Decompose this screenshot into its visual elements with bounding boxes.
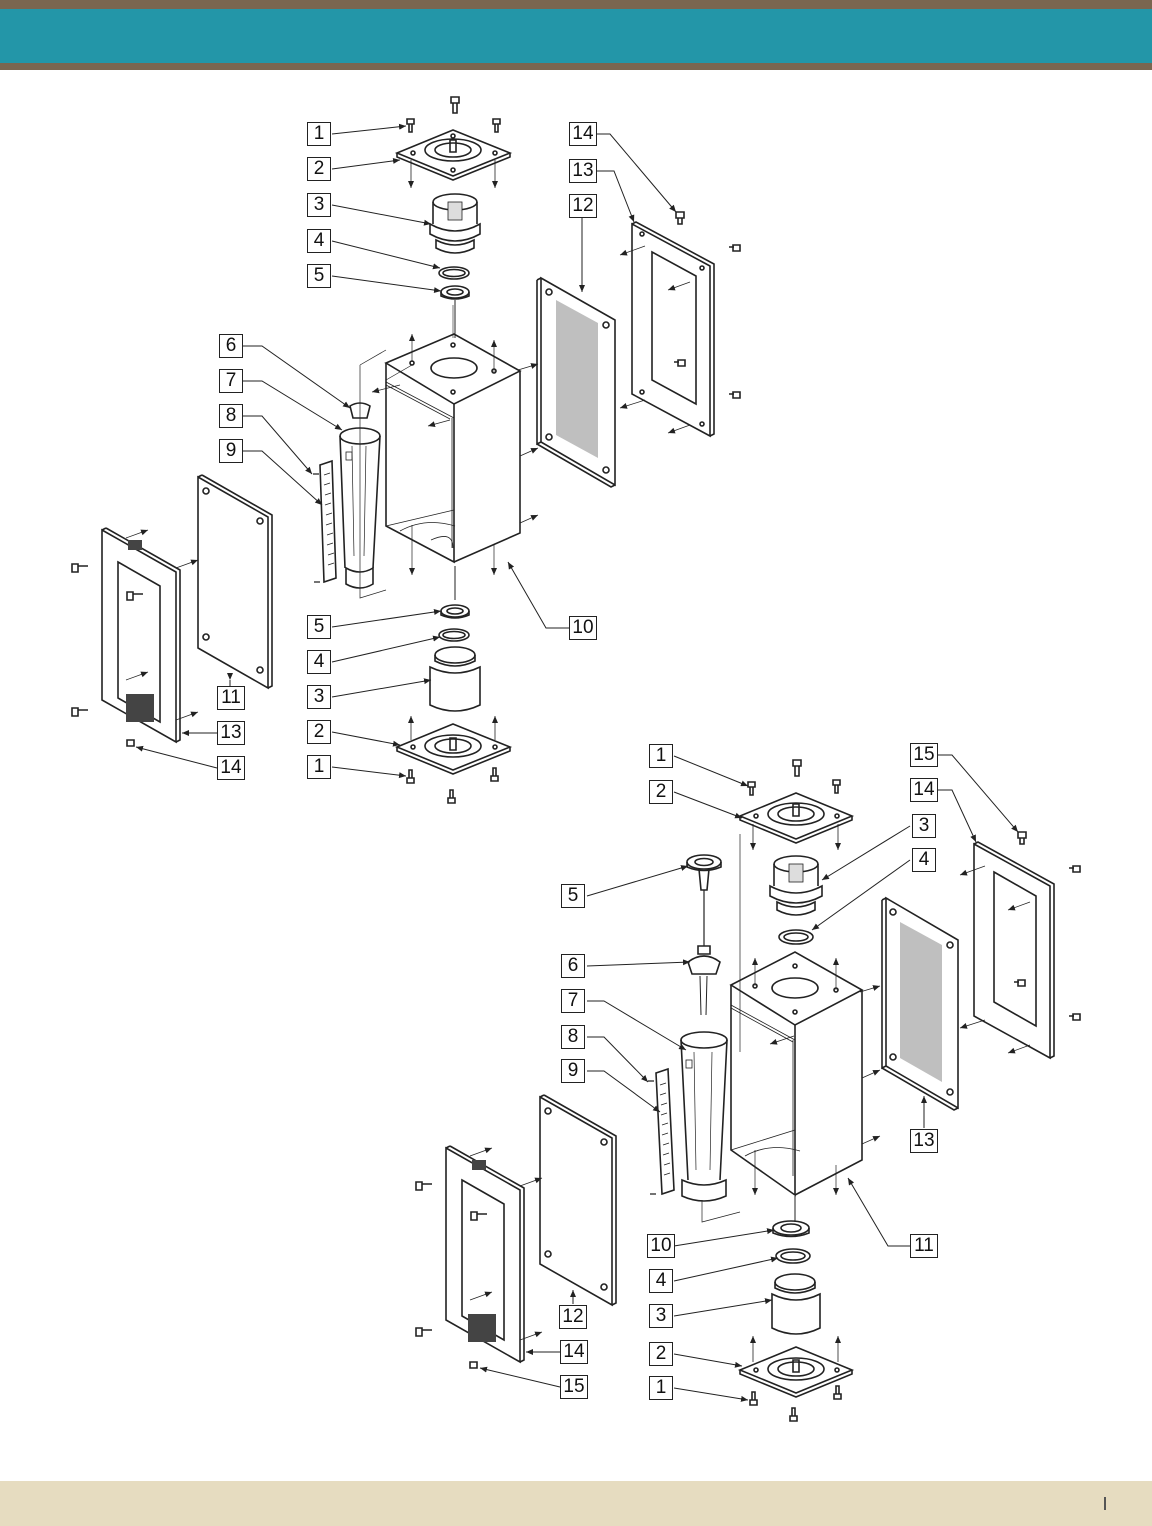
callout-a-14-bottom: 14 bbox=[217, 756, 245, 780]
fitting-bottom-b bbox=[771, 1273, 821, 1335]
callout-a-7: 7 bbox=[219, 369, 243, 393]
callout-b-15-bottom: 15 bbox=[560, 1375, 588, 1399]
screw-bottom-a bbox=[406, 767, 499, 804]
header-bottom-stripe bbox=[0, 63, 1152, 70]
callout-a-5-bottom: 5 bbox=[307, 615, 331, 639]
callout-a-5-top: 5 bbox=[307, 264, 331, 288]
housing-a bbox=[384, 333, 522, 564]
callout-b-7: 7 bbox=[561, 989, 585, 1013]
callout-a-4-top: 4 bbox=[307, 229, 331, 253]
window-plate-b bbox=[881, 896, 959, 1111]
float-a bbox=[349, 402, 371, 419]
callout-b-2-top: 2 bbox=[649, 780, 673, 804]
window-plate-left-a bbox=[197, 474, 273, 690]
exploded-assembly-diagrams bbox=[71, 96, 1081, 1422]
screws-frame-left-b bbox=[415, 1181, 487, 1369]
callout-b-2-bottom: 2 bbox=[649, 1342, 673, 1366]
flange-top-a bbox=[394, 129, 513, 181]
callout-a-1-bottom: 1 bbox=[307, 755, 331, 779]
screw-top-b bbox=[747, 759, 841, 796]
callout-a-9: 9 bbox=[219, 439, 243, 463]
leader-lines-b bbox=[479, 754, 1019, 1402]
fitting-bottom-a bbox=[429, 646, 481, 712]
callout-a-2-bottom: 2 bbox=[307, 720, 331, 744]
callout-b-3-bottom: 3 bbox=[649, 1304, 673, 1328]
callout-a-1-top: 1 bbox=[307, 122, 331, 146]
o-ring-top-b bbox=[778, 929, 814, 945]
screws-frame-right-a bbox=[674, 211, 741, 399]
seat-bottom-a bbox=[440, 604, 470, 619]
flow-tube-b bbox=[680, 1031, 728, 1202]
flow-stop-b bbox=[686, 854, 722, 946]
flange-top-b bbox=[737, 792, 855, 844]
callout-b-11: 11 bbox=[910, 1234, 938, 1258]
screw-top-a bbox=[406, 96, 501, 133]
screws-frame-left-a bbox=[71, 563, 143, 747]
front-frame-right-a bbox=[631, 221, 715, 438]
assembly-diagram-b bbox=[415, 754, 1081, 1422]
footer-page-mark bbox=[1104, 1497, 1106, 1510]
callout-b-12: 12 bbox=[559, 1305, 587, 1329]
callout-b-5: 5 bbox=[561, 884, 585, 908]
callout-a-14-top: 14 bbox=[569, 122, 597, 146]
seat-top-a bbox=[440, 285, 470, 300]
callout-a-3-top: 3 bbox=[307, 193, 331, 217]
callout-b-14-top: 14 bbox=[910, 778, 938, 802]
leader-lines-a bbox=[135, 123, 677, 779]
flange-bottom-b bbox=[737, 1346, 855, 1398]
front-frame-right-b bbox=[973, 841, 1055, 1060]
explode-arrows-a bbox=[125, 245, 691, 721]
callout-b-6: 6 bbox=[561, 954, 585, 978]
scale-a bbox=[319, 459, 337, 584]
callout-b-8: 8 bbox=[561, 1025, 585, 1049]
callout-b-4-top: 4 bbox=[912, 848, 936, 872]
callout-a-12: 12 bbox=[569, 194, 597, 218]
assembly-diagram-a bbox=[71, 96, 741, 804]
callout-b-9: 9 bbox=[561, 1059, 585, 1083]
callout-a-4-bottom: 4 bbox=[307, 650, 331, 674]
callout-b-15-top: 15 bbox=[910, 743, 938, 767]
callout-b-1-bottom: 1 bbox=[649, 1376, 673, 1400]
seat-bottom-b bbox=[772, 1220, 810, 1238]
callout-b-1-top: 1 bbox=[649, 744, 673, 768]
callout-a-2-top: 2 bbox=[307, 157, 331, 181]
callout-b-4-bottom: 4 bbox=[649, 1269, 673, 1293]
fitting-top-b bbox=[769, 855, 823, 916]
header-top-stripe bbox=[0, 0, 1152, 9]
callout-b-10: 10 bbox=[647, 1234, 675, 1258]
o-ring-bottom-b bbox=[775, 1248, 811, 1264]
window-plate-a bbox=[536, 276, 616, 488]
front-frame-left-a bbox=[101, 527, 181, 744]
callout-a-3-bottom: 3 bbox=[307, 685, 331, 709]
footer-bar bbox=[0, 1481, 1152, 1526]
float-b bbox=[687, 945, 721, 1016]
front-frame-left-b bbox=[445, 1145, 525, 1364]
callout-a-10: 10 bbox=[569, 616, 597, 640]
callout-a-6: 6 bbox=[219, 334, 243, 358]
o-ring-bottom-a bbox=[438, 628, 470, 642]
callout-a-13-bottom: 13 bbox=[217, 721, 245, 745]
flow-tube-a bbox=[339, 427, 381, 589]
screws-frame-right-b bbox=[1014, 831, 1081, 1021]
callout-b-3-top: 3 bbox=[912, 814, 936, 838]
callout-a-8: 8 bbox=[219, 404, 243, 428]
callout-a-11: 11 bbox=[217, 686, 245, 710]
callout-a-13-top: 13 bbox=[569, 159, 597, 183]
fitting-top-a bbox=[429, 193, 481, 254]
screw-bottom-b bbox=[749, 1385, 842, 1422]
explode-arrows-b bbox=[469, 865, 1031, 1341]
window-plate-left-b bbox=[539, 1094, 617, 1307]
flange-bottom-a bbox=[394, 723, 513, 775]
header-band bbox=[0, 9, 1152, 63]
callout-b-13: 13 bbox=[910, 1129, 938, 1153]
callout-b-14-bottom: 14 bbox=[560, 1340, 588, 1364]
scale-b bbox=[655, 1067, 675, 1196]
housing-b bbox=[729, 951, 864, 1197]
o-ring-top-a bbox=[438, 266, 470, 280]
